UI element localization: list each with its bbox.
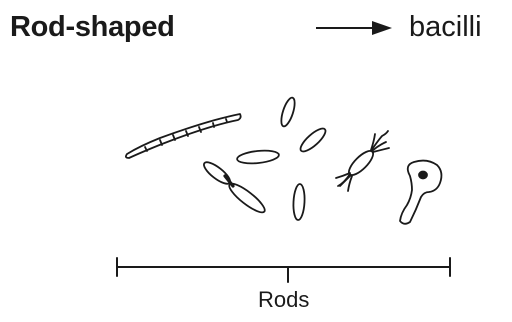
flagellated-rod (336, 131, 389, 191)
single-rod (279, 96, 298, 128)
single-rod (236, 149, 279, 165)
single-rod (293, 184, 306, 221)
scale-bracket (117, 258, 450, 282)
diplobacilli (201, 159, 268, 216)
streptobacilli-chain (126, 114, 241, 158)
rods-caption: Rods (258, 286, 309, 314)
spore-forming-rod (400, 161, 441, 224)
single-rod (297, 125, 328, 155)
